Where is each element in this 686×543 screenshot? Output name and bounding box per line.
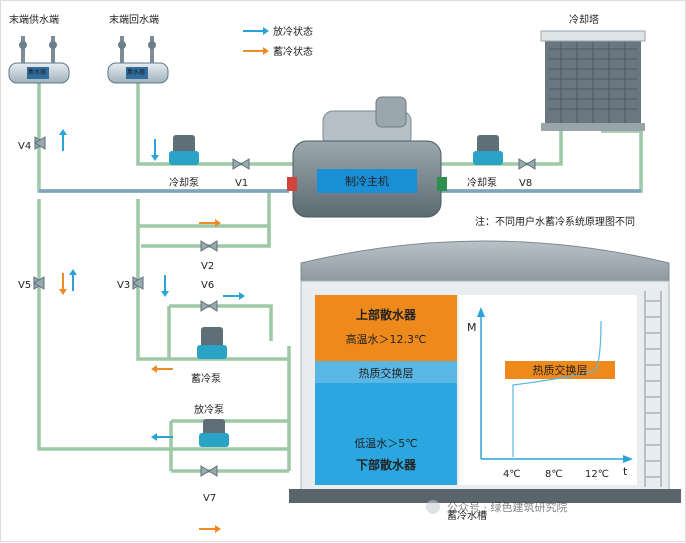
cooling-tower [540,30,646,131]
flow-arrows [62,133,241,530]
storage-tank [289,240,681,503]
collector-left-label: 集水器 [28,68,46,76]
chiller-label: 制冷主机 [345,174,389,188]
pump-right [473,135,503,165]
lower-temp-label: 低温水＞5℃ [354,437,417,450]
flow-arrowheads [59,129,245,533]
stratification-graph [477,307,633,463]
lower-diffuser-title: 下部散水器 [356,457,417,472]
legend-release: 放冷状态 [273,25,313,38]
return-end-label: 末端回水端 [109,13,159,26]
watermark-text: 公众号 · 绿色建筑研究院 [447,500,568,514]
collector-right-label: 集水器 [127,68,145,76]
graph-tick-12: 12℃ [585,469,609,480]
storage-pump [197,327,227,359]
valve-v3: V3 [117,280,130,291]
valve-v1: V1 [235,178,248,189]
valve-icons [33,136,536,477]
upper-diffuser-title: 上部散水器 [356,307,417,322]
valve-v6: V6 [201,280,214,291]
valve-v5: V5 [18,280,31,291]
valve-v7: V7 [203,493,216,504]
upper-temp-label: 高温水＞12.3℃ [346,332,427,346]
release-pump-label: 放冷泵 [194,403,224,416]
exchange-layer-label: 热质交换层 [359,366,414,380]
cooling-tower-label: 冷却塔 [569,13,599,26]
diagram-note: 注：不同用户水蓄冷系统原理图不同 [475,215,635,228]
chiller-unit [287,96,447,218]
tank-label: 蓄冷水槽 [447,509,487,522]
valve-v4: V4 [18,141,31,152]
pump-left [169,135,199,165]
watermark: 公众号 · 绿色建筑研究院 [426,500,568,514]
pipe-network [37,79,643,473]
storage-pump-label: 蓄冷泵 [191,372,221,385]
pump-left-label: 冷却泵 [169,176,199,189]
graph-tick-4: 4℃ [503,469,521,480]
release-pump [199,419,229,447]
supply-collector [8,36,70,84]
graph-tick-8: 8℃ [545,469,563,480]
graph-y-label: M [467,321,477,334]
supply-end-label: 末端供水端 [9,13,59,26]
valve-v8: V8 [519,178,532,189]
valve-v2: V2 [201,261,214,272]
graph-band-label: 热质交换层 [533,363,588,377]
pump-right-label: 冷却泵 [467,176,497,189]
return-collector [107,36,169,84]
tank-ladder [644,291,662,487]
legend: 放冷状态 蓄冷状态 [243,25,313,58]
graph-x-label: t [623,465,628,478]
legend-storage: 蓄冷状态 [273,45,313,58]
